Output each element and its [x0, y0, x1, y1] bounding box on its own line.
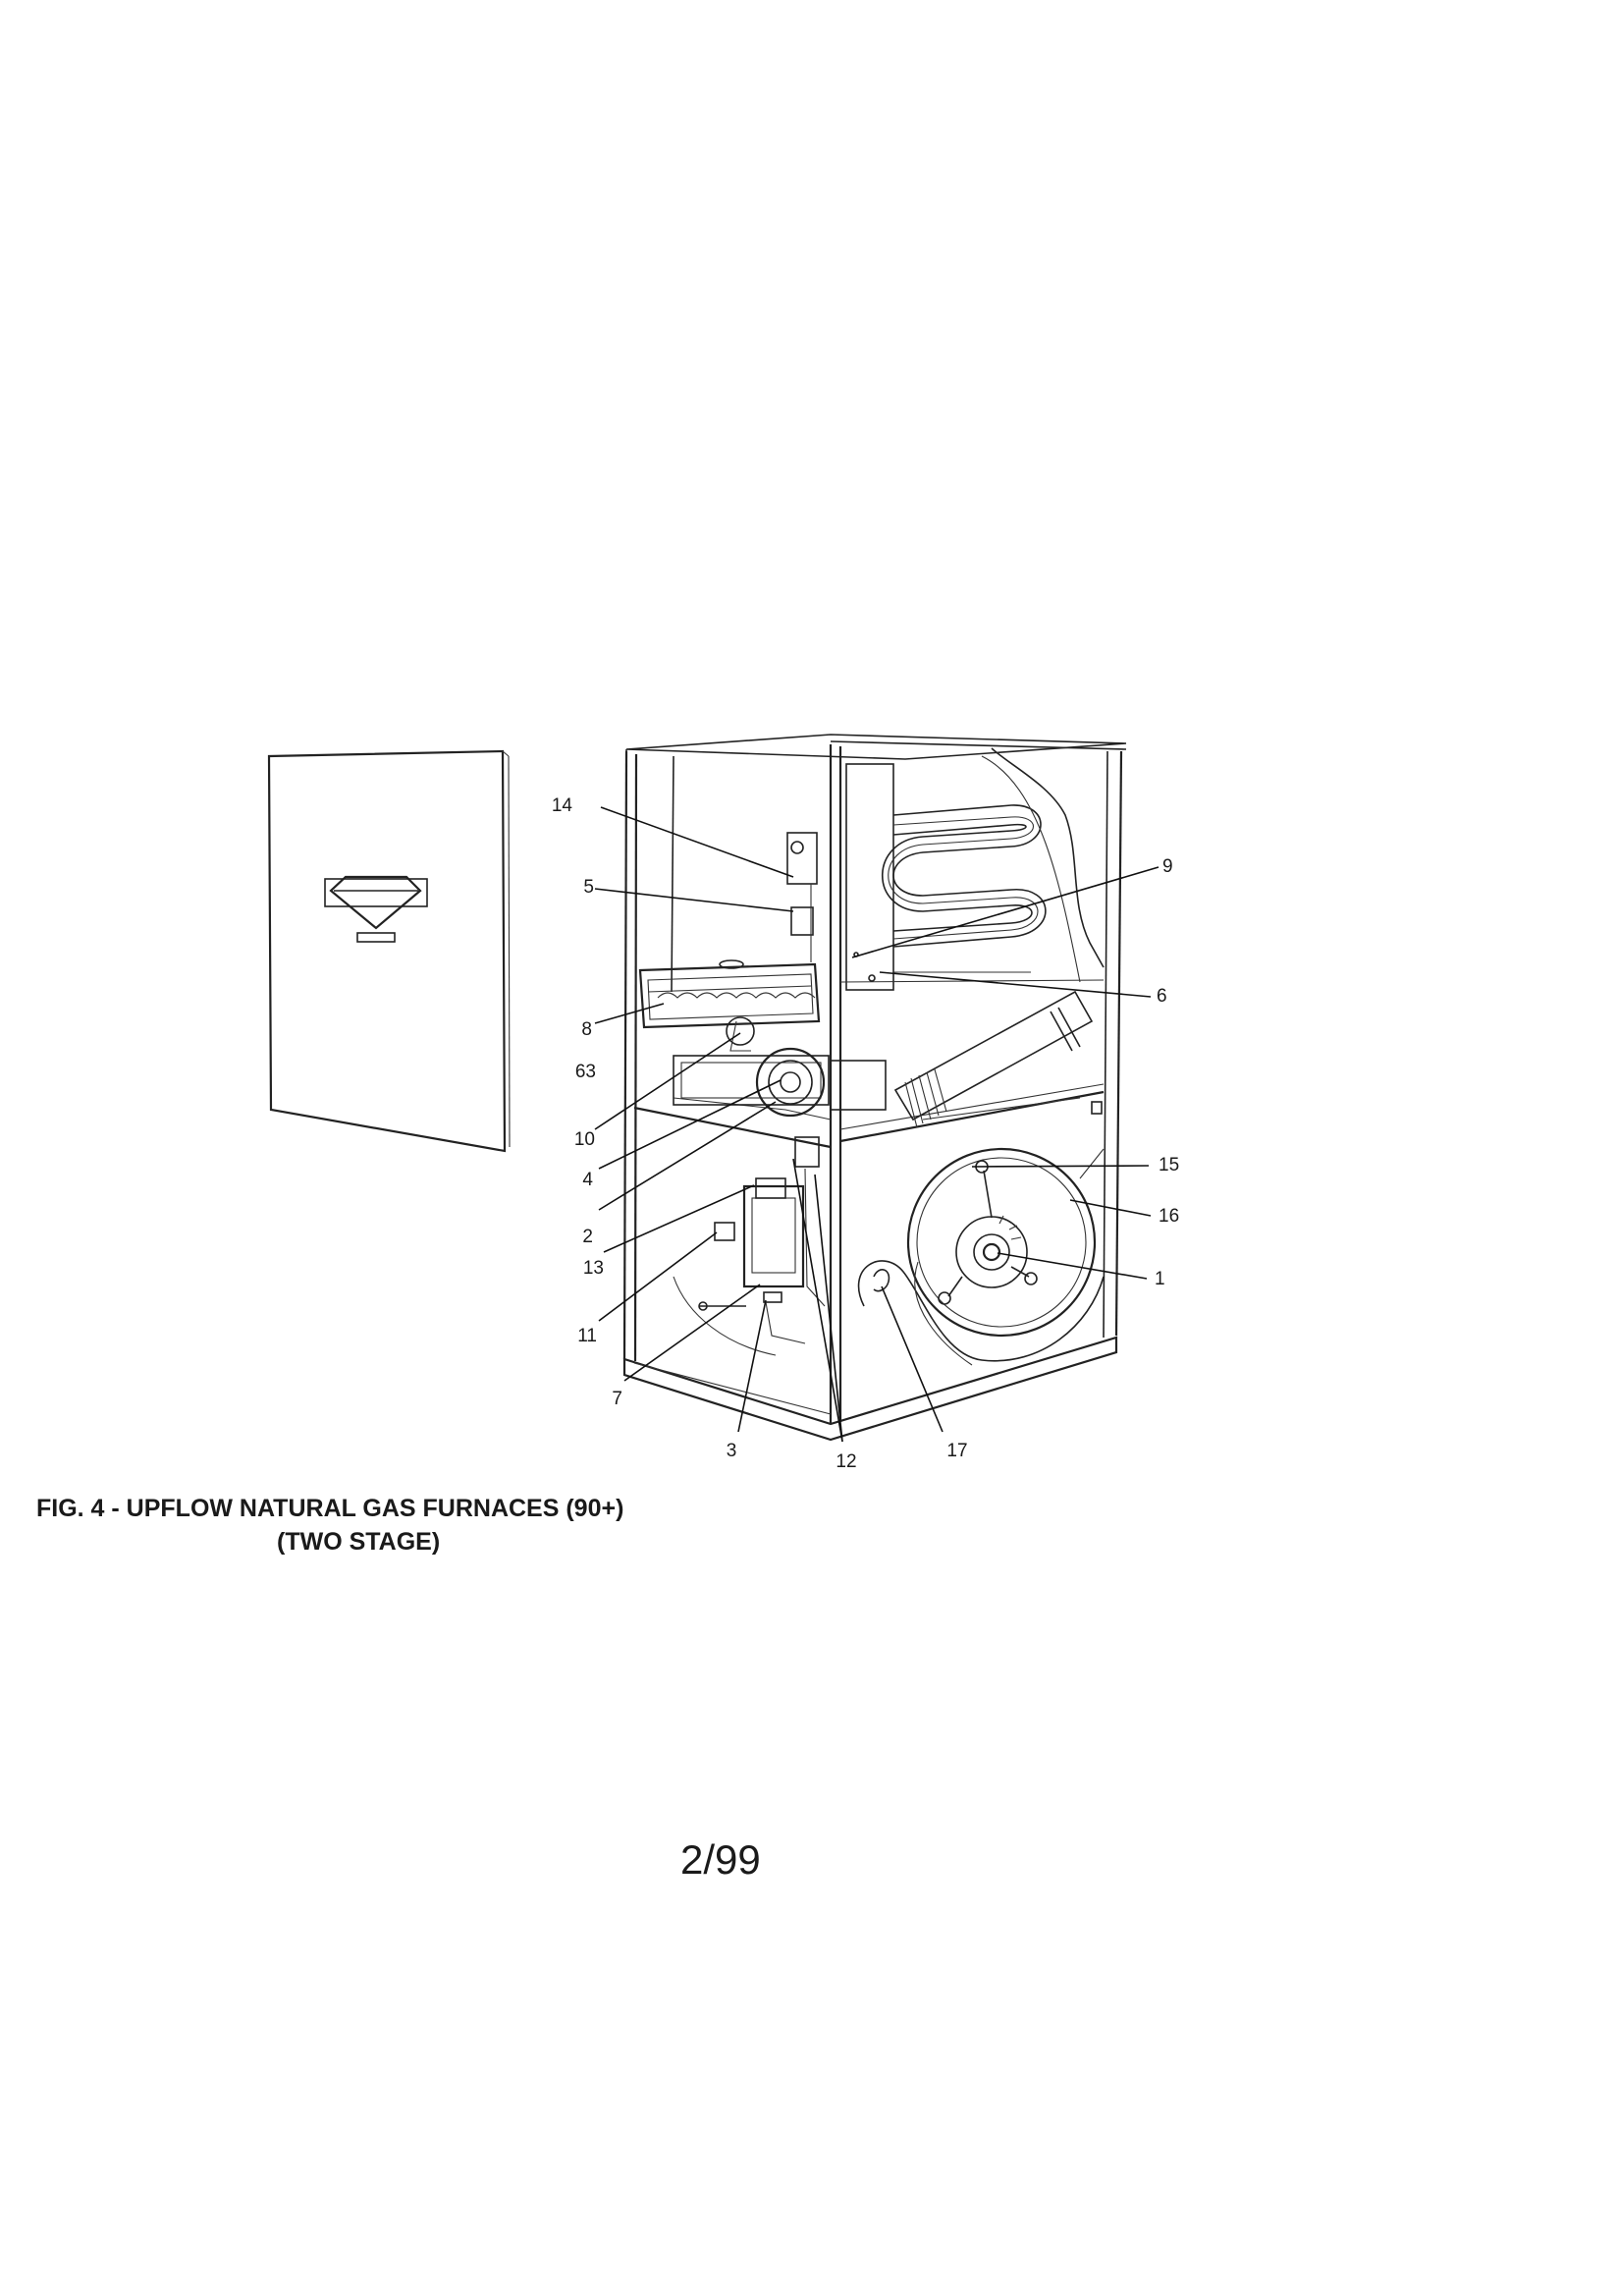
callout-15: 15 — [1159, 1155, 1179, 1175]
page-number: 2/99 — [680, 1836, 761, 1883]
callout-16: 16 — [1159, 1206, 1179, 1227]
inducer-assembly — [673, 1016, 887, 1118]
callout-8: 8 — [581, 1019, 592, 1040]
callout-2: 2 — [582, 1227, 593, 1247]
gas-valve-assembly — [673, 1136, 826, 1356]
callout-14: 14 — [552, 795, 573, 816]
callout-7: 7 — [612, 1389, 622, 1409]
blower-assembly — [857, 1101, 1105, 1366]
callout-13: 13 — [583, 1258, 604, 1279]
heat-exchanger-coil — [839, 747, 1105, 991]
burner-assembly — [638, 959, 821, 1029]
callout-5: 5 — [583, 877, 594, 898]
callout-labels: 14 5 9 6 8 63 10 4 15 2 16 13 1 11 7 3 1… — [552, 795, 1179, 1472]
callout-12: 12 — [836, 1451, 856, 1472]
furnace-cabinet — [622, 734, 1127, 1442]
callout-3: 3 — [727, 1441, 737, 1461]
brand-logo-icon — [324, 875, 428, 943]
callout-63: 63 — [575, 1062, 596, 1082]
callout-1: 1 — [1155, 1269, 1165, 1289]
callout-4: 4 — [582, 1170, 593, 1190]
callout-11: 11 — [577, 1326, 597, 1346]
callout-9: 9 — [1162, 856, 1173, 877]
door-panel — [267, 749, 511, 1153]
callout-6: 6 — [1157, 986, 1167, 1007]
upper-controls — [786, 832, 876, 982]
leader-lines — [594, 806, 1160, 1443]
figure-subcaption: (TWO STAGE) — [277, 1528, 441, 1556]
callout-17: 17 — [946, 1441, 967, 1461]
callout-10: 10 — [574, 1129, 595, 1150]
figure-caption: FIG. 4 - UPFLOW NATURAL GAS FURNACES (90… — [36, 1495, 624, 1522]
vent-pipe — [893, 990, 1094, 1128]
